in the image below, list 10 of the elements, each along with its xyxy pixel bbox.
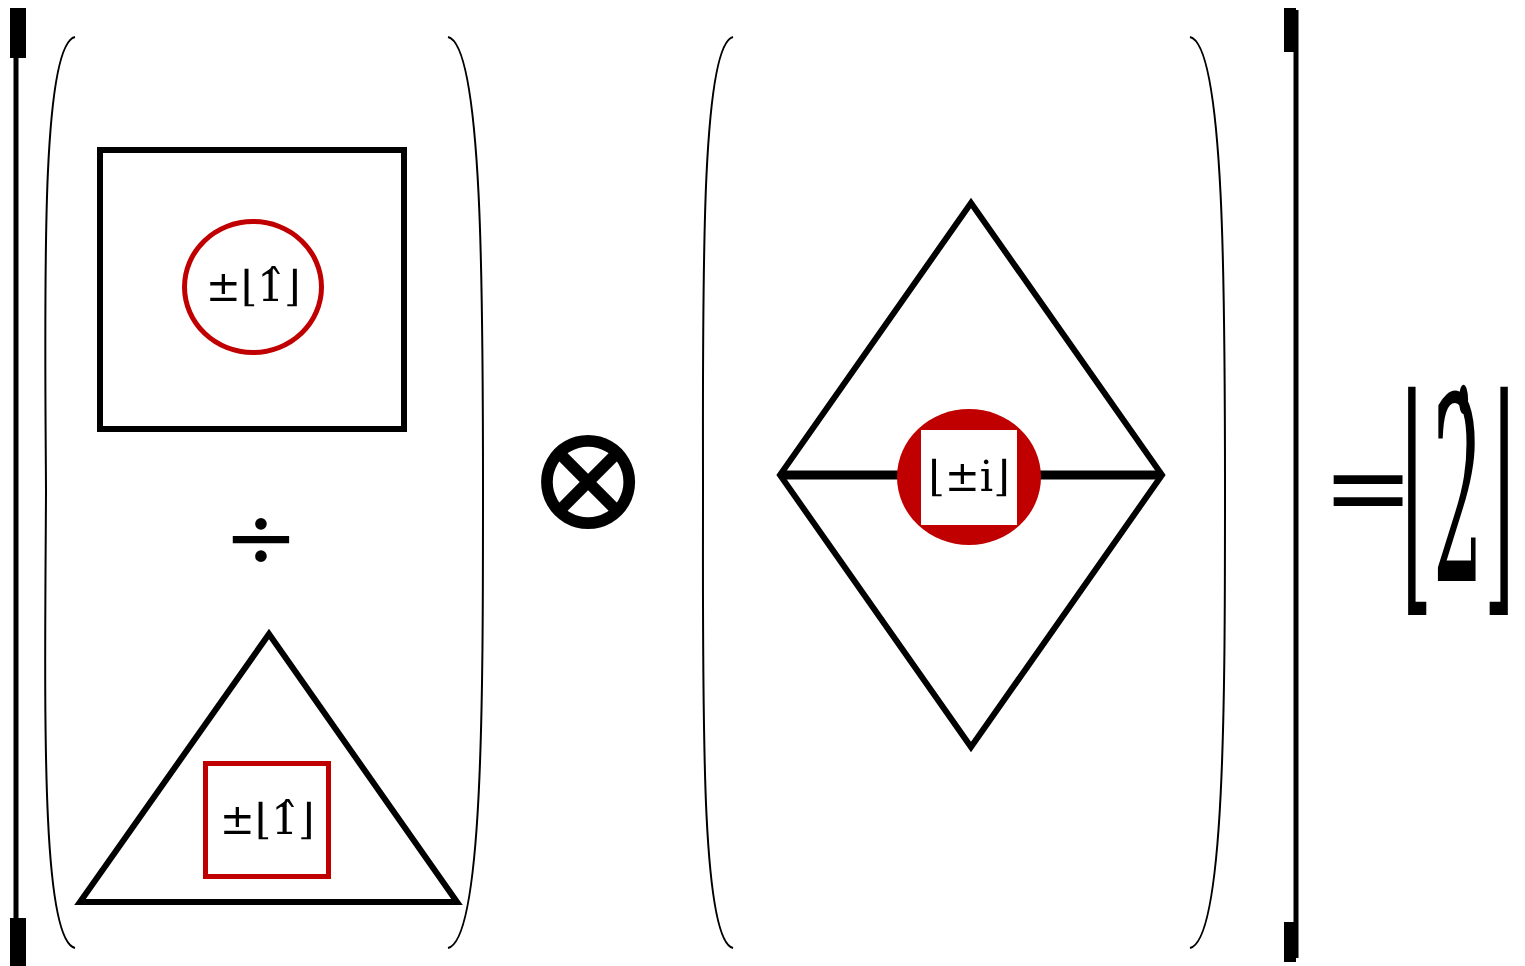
square-outline: [97, 147, 407, 432]
math-expression: ±⌊1̂⌋: [219, 799, 315, 841]
math-expression: ±⌊1̂⌋: [205, 266, 301, 308]
operator-symbol: ⊗: [525, 402, 651, 552]
ring-symbol: [182, 219, 324, 355]
division-sign: ÷: [223, 492, 299, 582]
diamond-outline: [776, 200, 1166, 750]
square-symbol: [203, 761, 331, 879]
triangle-outline: [77, 630, 461, 905]
math-expression: ⌊±i⌋: [928, 456, 1010, 498]
